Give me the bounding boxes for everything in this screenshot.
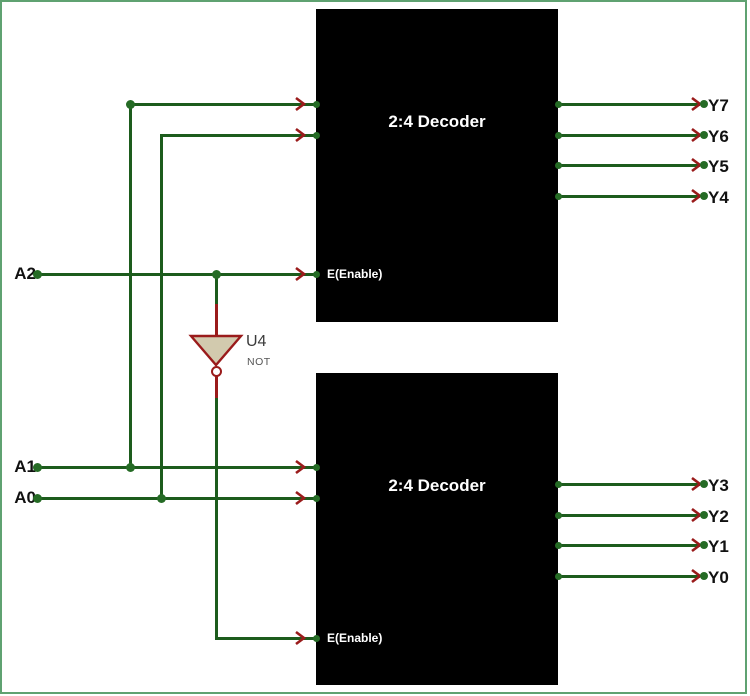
wire-output-y2 bbox=[558, 514, 700, 517]
wire-start-dot-a2 bbox=[33, 270, 42, 279]
decoder-box-top: 2:4 Decoder E(Enable) bbox=[316, 9, 558, 322]
wire-not-input-red bbox=[215, 304, 218, 336]
output-label-y7: Y7 bbox=[708, 96, 729, 115]
decoder-box-bottom: 2:4 Decoder E(Enable) bbox=[316, 373, 558, 685]
pin-dot bbox=[555, 573, 562, 580]
wire-not-output-green bbox=[215, 398, 218, 640]
wire-end-dot bbox=[700, 511, 708, 519]
output-label-y3: Y3 bbox=[708, 476, 729, 495]
decoder-bottom-title: 2:4 Decoder bbox=[388, 476, 486, 495]
not-gate-icon bbox=[188, 334, 244, 367]
wire-start-dot-a0 bbox=[33, 494, 42, 503]
wire-not-input-green bbox=[215, 273, 218, 306]
pin-dot bbox=[313, 495, 320, 502]
pin-dot bbox=[313, 635, 320, 642]
input-arrow-icon bbox=[295, 490, 307, 506]
decoder-bottom-enable-pin-label: E(Enable) bbox=[327, 631, 383, 645]
not-gate-ref-label: U4 bbox=[246, 333, 267, 350]
wire-not-output-red bbox=[215, 375, 218, 400]
output-label-y6: Y6 bbox=[708, 127, 729, 146]
junction-dot-top-input1 bbox=[126, 100, 135, 109]
input-label-a0: A0 bbox=[14, 488, 36, 507]
wire-output-y4 bbox=[558, 195, 700, 198]
pin-dot bbox=[313, 132, 320, 139]
wire-a0-vertical bbox=[160, 134, 163, 498]
input-label-a1: A1 bbox=[14, 457, 36, 476]
wire-output-y0 bbox=[558, 575, 700, 578]
wire-a0 bbox=[37, 497, 316, 500]
wire-end-dot bbox=[700, 192, 708, 200]
input-arrow-icon bbox=[295, 459, 307, 475]
wire-end-dot bbox=[700, 480, 708, 488]
pin-dot bbox=[313, 271, 320, 278]
pin-dot bbox=[555, 162, 562, 169]
input-arrow-icon bbox=[295, 96, 307, 112]
wire-a2 bbox=[37, 273, 316, 276]
wire-end-dot bbox=[700, 161, 708, 169]
wire-decoder-top-input2 bbox=[161, 134, 316, 137]
input-arrow-icon bbox=[295, 127, 307, 143]
pin-dot bbox=[555, 542, 562, 549]
wire-output-y7 bbox=[558, 103, 700, 106]
wire-end-dot bbox=[700, 100, 708, 108]
output-label-y2: Y2 bbox=[708, 507, 729, 526]
wire-end-dot bbox=[700, 131, 708, 139]
wire-output-y5 bbox=[558, 164, 700, 167]
wire-output-y6 bbox=[558, 134, 700, 137]
pin-dot bbox=[555, 132, 562, 139]
output-label-y4: Y4 bbox=[708, 188, 729, 207]
wire-decoder-top-input1 bbox=[130, 103, 316, 106]
wire-end-dot bbox=[700, 541, 708, 549]
junction-dot-a0 bbox=[157, 494, 166, 503]
wire-start-dot-a1 bbox=[33, 463, 42, 472]
decoder-top-enable-pin-label: E(Enable) bbox=[327, 267, 383, 281]
output-label-y0: Y0 bbox=[708, 568, 729, 587]
output-label-y5: Y5 bbox=[708, 157, 729, 176]
output-label-y1: Y1 bbox=[708, 537, 729, 556]
junction-dot-a2-not bbox=[212, 270, 221, 279]
wire-output-y1 bbox=[558, 544, 700, 547]
wire-a1-vertical bbox=[129, 103, 132, 468]
input-arrow-icon bbox=[295, 630, 307, 646]
pin-dot bbox=[555, 512, 562, 519]
pin-dot bbox=[555, 101, 562, 108]
wire-output-y3 bbox=[558, 483, 700, 486]
input-label-a2: A2 bbox=[14, 264, 36, 283]
pin-dot bbox=[555, 193, 562, 200]
pin-dot bbox=[313, 464, 320, 471]
decoder-top-title: 2:4 Decoder bbox=[388, 112, 486, 131]
not-gate-type-label: NOT bbox=[247, 356, 271, 368]
wire-decoder-bottom-enable bbox=[216, 637, 316, 640]
wire-a1 bbox=[37, 466, 316, 469]
wire-end-dot bbox=[700, 572, 708, 580]
pin-dot bbox=[313, 101, 320, 108]
input-arrow-icon bbox=[295, 266, 307, 282]
junction-dot-a1 bbox=[126, 463, 135, 472]
pin-dot bbox=[555, 481, 562, 488]
